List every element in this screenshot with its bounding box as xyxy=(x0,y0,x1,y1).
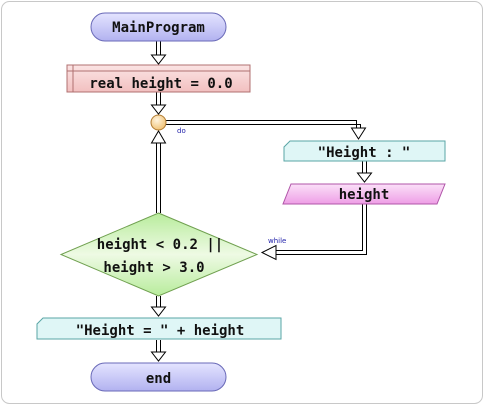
arrowheads xyxy=(150,54,373,362)
arrowhead-left-5 xyxy=(260,244,277,261)
start-terminal[interactable]: MainProgram xyxy=(90,12,227,42)
declaration-box[interactable]: real height = 0.0 xyxy=(66,64,251,93)
loop-connector[interactable] xyxy=(150,114,167,131)
arrowhead-down-2 xyxy=(150,104,167,115)
output-prompt-label: "Height : " xyxy=(318,145,411,161)
output-result-label: "Height = " + height xyxy=(76,323,245,339)
arrowhead-down-8 xyxy=(150,351,167,362)
start-label: MainProgram xyxy=(112,20,205,36)
condition-line2: height > 3.0 xyxy=(103,260,204,276)
input-box[interactable]: height xyxy=(282,183,446,205)
loop-do-label: do xyxy=(177,127,186,135)
output-result-box[interactable]: "Height = " + height xyxy=(36,317,282,340)
arrowhead-down-3 xyxy=(350,127,367,140)
decision-diamond[interactable]: height < 0.2 || height > 3.0 xyxy=(59,212,259,297)
condition-line1: height < 0.2 || xyxy=(97,237,223,253)
arrowhead-down-4 xyxy=(356,172,373,183)
end-label: end xyxy=(146,371,171,387)
end-terminal[interactable]: end xyxy=(90,362,227,392)
output-prompt-box[interactable]: "Height : " xyxy=(283,140,446,162)
declaration-label: real height = 0.0 xyxy=(89,76,232,92)
loop-while-label: while xyxy=(268,237,286,245)
arrowhead-up-6 xyxy=(150,130,167,144)
flow-lines xyxy=(156,41,367,352)
arrowhead-down-7 xyxy=(150,306,167,317)
input-label: height xyxy=(339,187,390,203)
arrowhead-down-1 xyxy=(150,54,167,65)
